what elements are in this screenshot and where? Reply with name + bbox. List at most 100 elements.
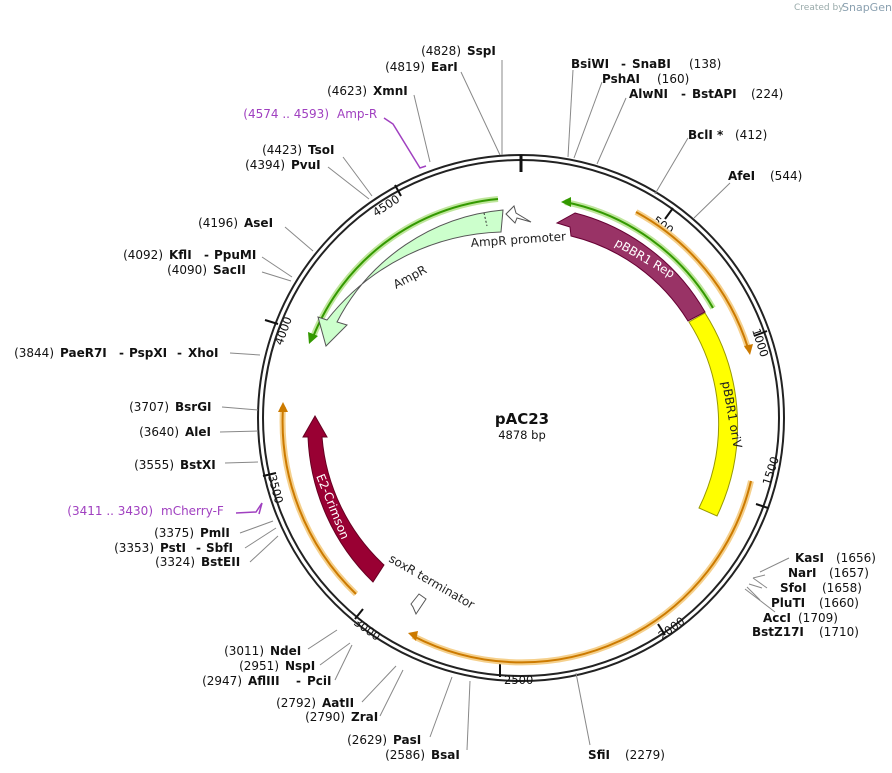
svg-text:ZraI: ZraI	[351, 710, 378, 724]
site-acci[interactable]: AccI (1709)	[763, 611, 838, 625]
svg-text:(4196): (4196)	[198, 216, 238, 230]
backbone	[257, 154, 785, 682]
svg-text:(4623): (4623)	[327, 84, 367, 98]
svg-text:(160): (160)	[657, 72, 689, 86]
svg-text:(2790): (2790)	[305, 710, 345, 724]
site-xmni[interactable]: (4623) XmnI	[327, 84, 408, 98]
svg-text:SbfI: SbfI	[206, 541, 233, 555]
svg-text:NdeI: NdeI	[270, 644, 301, 658]
site-bcli[interactable]: BclI * (412)	[688, 128, 767, 142]
svg-text:AlwNI: AlwNI	[629, 87, 668, 101]
svg-text:(1656): (1656)	[836, 551, 876, 565]
site-pvui[interactable]: (4394) PvuI	[245, 158, 321, 172]
site-ndei[interactable]: (3011) NdeI	[224, 644, 301, 658]
site-bstxi[interactable]: (3555) BstXI	[134, 458, 216, 472]
svg-text:PpuMI: PpuMI	[214, 248, 256, 262]
svg-text:(2586): (2586)	[385, 748, 425, 762]
svg-text:(412): (412)	[735, 128, 767, 142]
svg-text:AflIII: AflIII	[248, 674, 280, 688]
feature-pbbr1-oriv[interactable]: pBBR1 oriV	[688, 312, 745, 517]
svg-text:PasI: PasI	[393, 733, 421, 747]
svg-text:mCherry-F: mCherry-F	[161, 504, 224, 518]
site-zrai[interactable]: (2790) ZraI	[305, 710, 378, 724]
site-pshai[interactable]: PshAI (160)	[602, 72, 689, 86]
svg-text:AfeI: AfeI	[728, 169, 755, 183]
svg-text:SfiI: SfiI	[588, 748, 610, 762]
svg-text:(3411 .. 3430): (3411 .. 3430)	[67, 504, 153, 518]
svg-text:(4090): (4090)	[167, 263, 207, 277]
svg-text:(3375): (3375)	[154, 526, 194, 540]
site-nari[interactable]: NarI (1657)	[788, 566, 869, 580]
svg-text:SfoI: SfoI	[780, 581, 807, 595]
site-pluti[interactable]: PluTI (1660)	[771, 596, 859, 610]
svg-text:PciI: PciI	[307, 674, 332, 688]
site-tsoi[interactable]: (4423) TsoI	[262, 143, 334, 157]
feature-soxr-terminator[interactable]: soxR terminator	[387, 551, 477, 616]
svg-text:(3353): (3353)	[114, 541, 154, 555]
svg-text:SacII: SacII	[213, 263, 246, 277]
site-alwni[interactable]: AlwNI - BstAPI (224)	[629, 87, 783, 101]
tick-1000: 1000	[749, 327, 771, 359]
svg-text:BclI *: BclI *	[688, 128, 724, 142]
svg-text:XmnI: XmnI	[373, 84, 408, 98]
site-bsrgi[interactable]: (3707) BsrGI	[129, 400, 211, 414]
site-alei[interactable]: (3640) AleI	[139, 425, 211, 439]
site-kfli[interactable]: (4092) KflI - PpuMI	[123, 248, 256, 262]
site-sspi[interactable]: (4828) SspI	[421, 44, 496, 58]
svg-text:AccI: AccI	[763, 611, 791, 625]
svg-text:AatII: AatII	[322, 696, 354, 710]
svg-text:-: -	[621, 57, 626, 71]
credit-prefix: Created by	[794, 3, 844, 13]
svg-text:PluTI: PluTI	[771, 596, 805, 610]
svg-text:-: -	[296, 674, 301, 688]
svg-text:PvuI: PvuI	[291, 158, 321, 172]
primer-ampr[interactable]: (4574 .. 4593) Amp-R	[243, 107, 377, 121]
svg-text:(4574 .. 4593): (4574 .. 4593)	[243, 107, 329, 121]
site-eari[interactable]: (4819) EarI	[385, 60, 458, 74]
site-sacii[interactable]: (4090) SacII	[167, 263, 246, 277]
svg-text:(3324): (3324)	[155, 555, 195, 569]
site-bsteii[interactable]: (3324) BstEII	[155, 555, 240, 569]
site-asei[interactable]: (4196) AseI	[198, 216, 273, 230]
pbbr1-rep-label: pBBR1 Rep	[613, 235, 678, 280]
svg-text:-: -	[204, 248, 209, 262]
svg-text:TsoI: TsoI	[308, 143, 334, 157]
feature-ampr-promoter[interactable]: AmpR promoter	[470, 205, 566, 250]
site-bsiwi[interactable]: BsiWI - SnaBI (138)	[571, 57, 721, 71]
orf-arcs	[278, 196, 754, 666]
svg-text:(2279): (2279)	[625, 748, 665, 762]
site-pasi[interactable]: (2629) PasI	[347, 733, 421, 747]
site-nspi[interactable]: (2951) NspI	[239, 659, 315, 673]
feature-e2-crimson[interactable]: E2-Crimson	[302, 414, 385, 583]
ampr-label: AmpR	[391, 262, 429, 291]
site-sfii[interactable]: SfiI (2279)	[588, 748, 665, 762]
primer-mcherry[interactable]: (3411 .. 3430) mCherry-F	[67, 504, 224, 518]
svg-text:(4828): (4828)	[421, 44, 461, 58]
site-psti[interactable]: (3353) PstI - SbfI	[114, 541, 233, 555]
svg-text:-: -	[681, 87, 686, 101]
tick-4000: 4000	[272, 315, 295, 347]
site-afliii[interactable]: (2947) AflIII - PciI	[202, 674, 331, 688]
site-bsai[interactable]: (2586) BsaI	[385, 748, 460, 762]
site-sfoi[interactable]: SfoI (1658)	[780, 581, 862, 595]
svg-text:(3844): (3844)	[14, 346, 54, 360]
svg-text:(4394): (4394)	[245, 158, 285, 172]
svg-text:(4819): (4819)	[385, 60, 425, 74]
site-pmli[interactable]: (3375) PmlI	[154, 526, 230, 540]
svg-text:KasI: KasI	[795, 551, 824, 565]
svg-text:(3707): (3707)	[129, 400, 169, 414]
svg-text:XhoI: XhoI	[188, 346, 219, 360]
credit-brand: SnapGene	[842, 1, 892, 14]
svg-text:NarI: NarI	[788, 566, 817, 580]
site-kasi[interactable]: KasI (1656)	[795, 551, 876, 565]
tick-2500: 2500	[504, 673, 533, 687]
svg-text:(2792): (2792)	[276, 696, 316, 710]
svg-text:Amp-R: Amp-R	[337, 107, 377, 121]
site-paer7i[interactable]: (3844) PaeR7I - PspXI - XhoI	[14, 346, 218, 360]
plasmid-length: 4878 bp	[498, 428, 546, 442]
site-bstz17i[interactable]: BstZ17I (1710)	[752, 625, 859, 639]
leader-lines	[219, 60, 790, 751]
site-aatii[interactable]: (2792) AatII	[276, 696, 354, 710]
site-afei[interactable]: AfeI (544)	[728, 169, 802, 183]
svg-text:EarI: EarI	[431, 60, 458, 74]
